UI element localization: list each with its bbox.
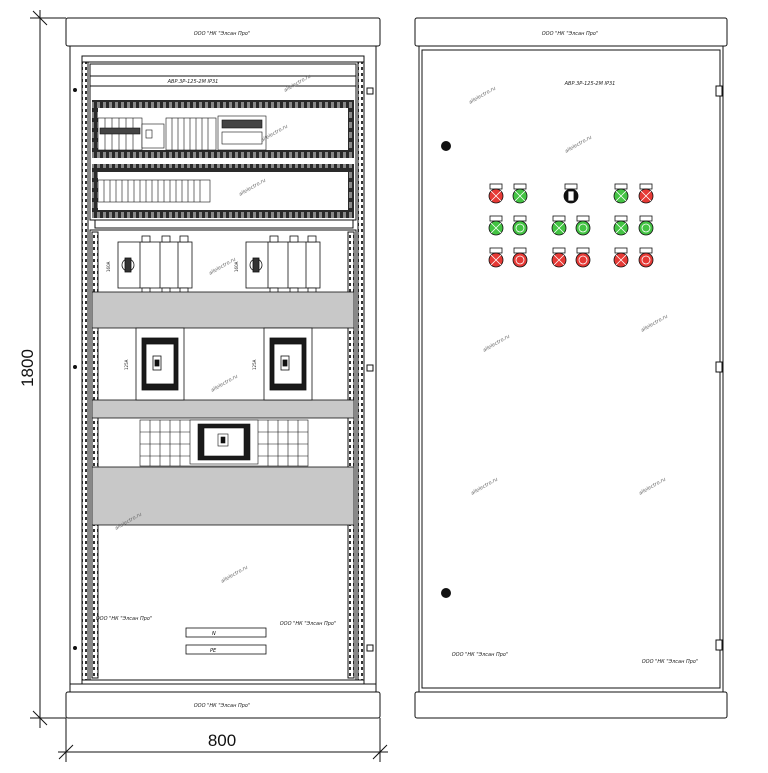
circuit-breaker-1 [135, 327, 185, 401]
switch-1-rating: 160А [106, 261, 111, 272]
switch-2-rating: 160А [234, 261, 239, 272]
left-manufacturer-mid: ООО "НК "Элсан Про" [96, 616, 153, 622]
load-switch-2 [245, 235, 321, 295]
indicator-lamp-red [613, 247, 629, 268]
indicator-lamp-green [512, 183, 528, 204]
indicator-lamp-red [638, 183, 654, 204]
width-dimension [58, 718, 388, 762]
busbar-assembly [139, 419, 309, 467]
closed-cabinet [414, 17, 728, 719]
push-button-green [575, 215, 591, 236]
cable-duct-top [92, 100, 354, 218]
indicator-lamp-red [488, 247, 504, 268]
push-button-red [575, 247, 591, 268]
indicator-lamp-green [488, 215, 504, 236]
right-manufacturer-left: ООО "НК "Элсан Про" [452, 652, 509, 658]
height-dimension-label: 1800 [18, 349, 37, 387]
push-button-red [638, 247, 654, 268]
breaker-2-rating: 125А [252, 359, 257, 370]
pe-bar: PE [185, 644, 267, 655]
indicator-lamp-green [613, 215, 629, 236]
indicator-lamp-red [488, 183, 504, 204]
key-switch [563, 183, 579, 204]
terminal-blocks [97, 179, 211, 203]
right-model-label: АВР.3Р-125-2М IP31 [564, 81, 616, 87]
left-bottom-manufacturer: ООО "НК "Элсан Про" [194, 703, 251, 709]
push-button-green [638, 215, 654, 236]
indicator-lamp-green [613, 183, 629, 204]
grey-plate-2 [91, 399, 355, 419]
door-lock-top [441, 141, 451, 151]
grey-plate-1 [91, 291, 355, 329]
breaker-1-rating: 125А [124, 359, 129, 370]
left-top-manufacturer: ООО "НК "Элсан Про" [194, 31, 251, 37]
right-manufacturer-right: ООО "НК "Элсан Про" [642, 659, 699, 665]
door-lock-bottom [441, 588, 451, 598]
left-model-label: АВР.3Р-125-2М IP31 [167, 79, 219, 85]
din-rail-devices [97, 115, 267, 151]
load-switch-1 [117, 235, 193, 295]
neutral-bar-label: N [212, 631, 216, 637]
neutral-bar: N [185, 627, 267, 638]
pe-bar-label: PE [210, 648, 217, 654]
right-top-manufacturer: ООО "НК "Элсан Про" [542, 31, 599, 37]
door-indicators [488, 183, 654, 268]
push-button-green [512, 215, 528, 236]
left-manufacturer-right: ООО "НК "Элсан Про" [280, 621, 337, 627]
push-button-red [512, 247, 528, 268]
width-dimension-label: 800 [208, 731, 236, 750]
circuit-breaker-2 [263, 327, 313, 401]
grey-plate-3 [91, 466, 355, 526]
indicator-lamp-green [551, 215, 567, 236]
indicator-lamp-red [551, 247, 567, 268]
height-dimension [30, 10, 66, 728]
